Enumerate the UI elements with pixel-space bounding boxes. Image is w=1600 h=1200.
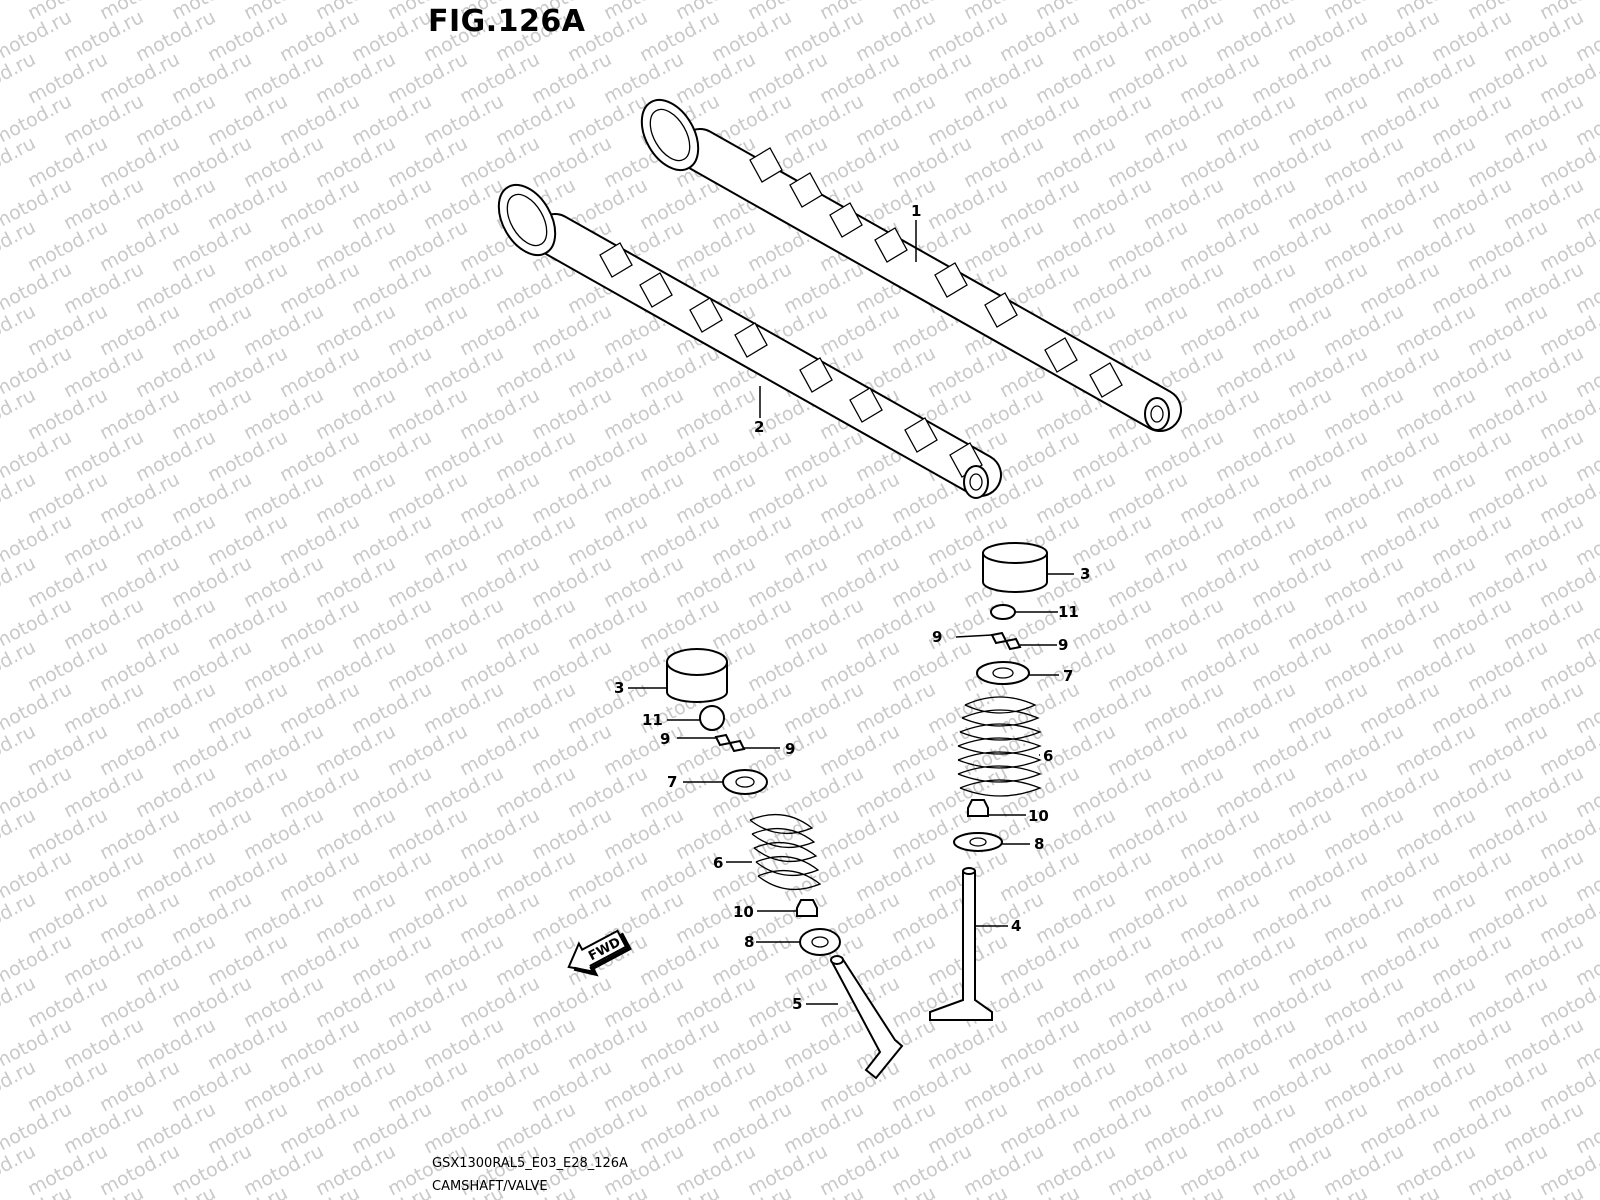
callout-3-right: 3 xyxy=(1080,565,1090,583)
callout-11-left: 11 xyxy=(642,711,663,729)
callout-11-right: 11 xyxy=(1058,603,1079,621)
cotter-left xyxy=(714,733,746,753)
callout-1: 1 xyxy=(911,202,921,220)
shim-left xyxy=(699,705,725,731)
camshaft-1 xyxy=(640,98,1182,432)
retainer-right xyxy=(976,661,1030,685)
callout-10-left: 10 xyxy=(733,903,754,921)
callout-9-right-a: 9 xyxy=(932,628,942,646)
stem-seal-right xyxy=(967,799,989,817)
cotter-right xyxy=(990,631,1022,651)
callout-8-right: 8 xyxy=(1034,835,1044,853)
callout-3-left: 3 xyxy=(614,679,624,697)
callout-7-right: 7 xyxy=(1063,667,1073,685)
callout-9-left-b: 9 xyxy=(785,740,795,758)
callout-4: 4 xyxy=(1011,917,1021,935)
seat-right xyxy=(953,832,1003,852)
callout-7-left: 7 xyxy=(667,773,677,791)
shim-right xyxy=(990,604,1016,620)
callout-6-left: 6 xyxy=(713,854,723,872)
tappet-right xyxy=(982,542,1048,593)
camshaft-2 xyxy=(497,183,1002,499)
callout-5: 5 xyxy=(792,995,802,1013)
callout-9-left-a: 9 xyxy=(660,730,670,748)
seat-left xyxy=(799,928,841,956)
callouts: 1 2 3 11 9 9 7 6 10 8 4 3 11 9 9 7 6 10 … xyxy=(614,202,1090,1013)
leader-lines xyxy=(628,220,1074,1005)
callout-9-right-b: 9 xyxy=(1058,636,1068,654)
callout-10-right: 10 xyxy=(1028,807,1049,825)
callout-6-right: 6 xyxy=(1043,747,1053,765)
figure-title: FIG.126A xyxy=(428,4,586,39)
callout-8-left: 8 xyxy=(744,933,754,951)
spring-right xyxy=(957,696,1042,797)
stem-seal-left xyxy=(796,899,818,917)
callout-2: 2 xyxy=(754,418,764,436)
spring-left xyxy=(749,814,822,890)
valve-5 xyxy=(830,955,904,1080)
fwd-direction-arrow: FWD xyxy=(567,929,632,977)
valve-4 xyxy=(929,867,993,1021)
tappet-left xyxy=(666,648,728,703)
diagram-caption: CAMSHAFT/VALVE xyxy=(432,1179,548,1194)
retainer-left xyxy=(722,769,768,795)
diagram-code: GSX1300RAL5_E03_E28_126A xyxy=(432,1156,628,1171)
